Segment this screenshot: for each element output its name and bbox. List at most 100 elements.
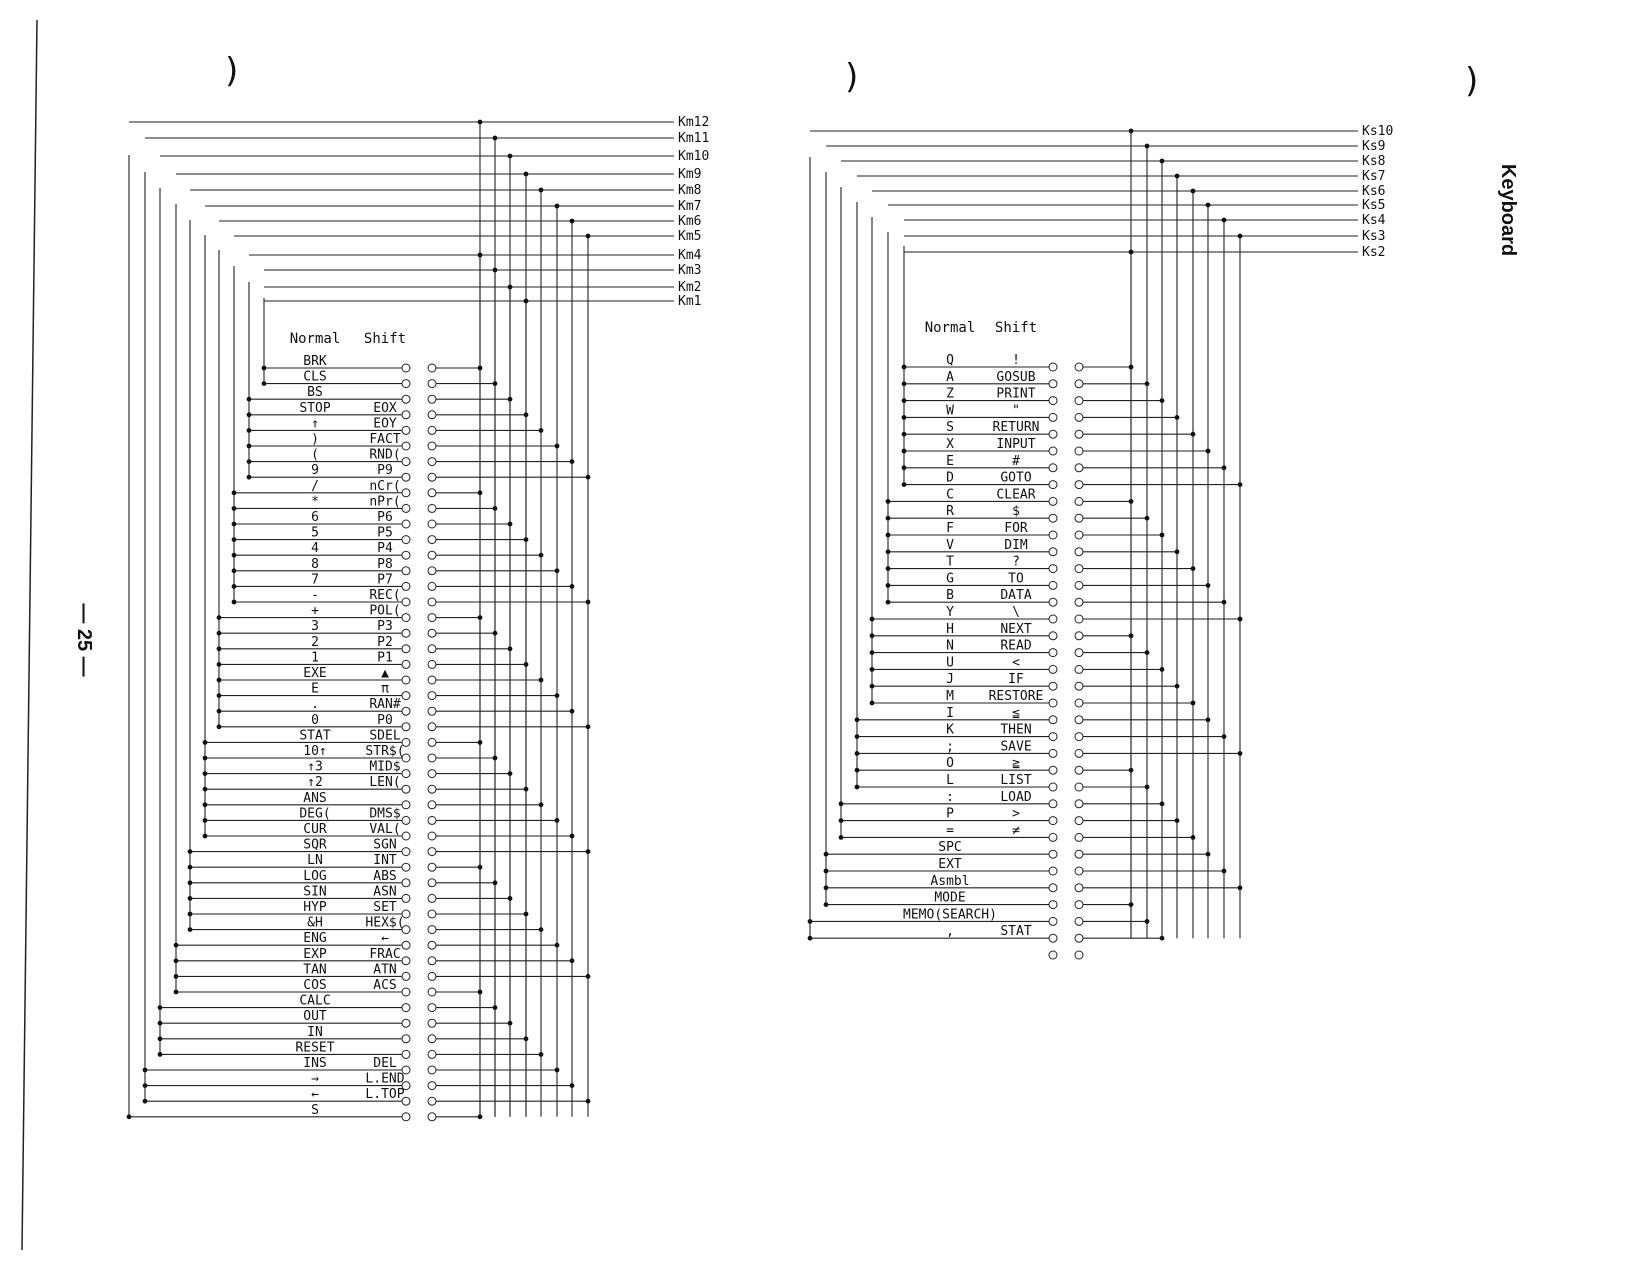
key-contact-a — [1048, 496, 1058, 506]
key-contact-a — [1048, 446, 1058, 456]
key-shift-label: P8 — [377, 557, 393, 572]
key-shift-label: $ — [1012, 504, 1020, 519]
junction-dot — [1128, 499, 1134, 504]
bus-label: Ks7 — [1362, 169, 1385, 184]
junction-dot — [823, 902, 829, 907]
key-normal-label: D — [946, 471, 954, 486]
key-normal-label: EXE — [303, 666, 326, 681]
key-contact-b — [1074, 748, 1084, 758]
key-contact-b — [427, 519, 437, 529]
junction-dot — [1190, 431, 1196, 437]
junction-dot — [1221, 217, 1227, 223]
junction-dot — [538, 552, 544, 558]
junction-dot — [173, 942, 179, 948]
key-contact-a — [1048, 933, 1058, 943]
key-contact-a — [401, 410, 411, 420]
key-normal-label: E — [946, 454, 954, 469]
junction-dot — [1174, 415, 1180, 420]
page-left-margin-line — [21, 19, 38, 1251]
junction-dot — [1159, 935, 1165, 941]
key-contact-b — [427, 488, 437, 498]
key-contact-b — [427, 535, 437, 545]
key-contact-a — [1048, 748, 1058, 758]
key-contact-a — [1048, 631, 1058, 641]
key-contact-a — [401, 862, 411, 872]
junction-dot — [869, 667, 875, 672]
bus-label: Ks3 — [1362, 229, 1385, 244]
key-normal-label: = — [946, 823, 954, 838]
key-normal-label: S — [311, 1103, 319, 1118]
key-shift-label: ≠ — [1012, 823, 1020, 838]
junction-dot — [1221, 868, 1227, 874]
bus-label: Ks8 — [1362, 154, 1385, 169]
junction-dot — [901, 465, 907, 471]
key-contact-a — [1048, 950, 1058, 960]
junction-dot — [231, 584, 237, 589]
key-contact-a — [1048, 883, 1058, 893]
key-contact-a — [401, 706, 411, 716]
bus-label: Km8 — [678, 183, 701, 198]
junction-dot — [554, 693, 560, 698]
key-shift-label: ▲ — [381, 666, 389, 681]
key-normal-label: X — [946, 437, 954, 452]
key-contact-b — [427, 987, 437, 997]
key-contact-b — [427, 1034, 437, 1044]
junction-dot — [246, 412, 252, 418]
key-contact-a — [401, 644, 411, 654]
key-contact-a — [401, 925, 411, 935]
junction-dot — [231, 506, 237, 511]
junction-dot — [1237, 233, 1243, 239]
header-shift: Shift — [995, 320, 1037, 336]
junction-dot — [1221, 465, 1227, 471]
bus-label: Ks10 — [1362, 124, 1393, 139]
junction-dot — [492, 630, 498, 636]
key-normal-label: 1 — [311, 650, 319, 665]
key-contact-a — [401, 800, 411, 810]
key-normal-label: 0 — [311, 713, 319, 728]
junction-dot — [216, 646, 222, 652]
junction-dot — [1237, 616, 1243, 622]
junction-dot — [807, 919, 813, 924]
junction-dot — [523, 298, 529, 304]
bus-label: Km4 — [678, 248, 702, 263]
junction-dot — [126, 1114, 132, 1120]
junction-dot — [507, 771, 513, 776]
key-shift-label: LEN( — [369, 775, 400, 790]
key-contact-b — [427, 394, 437, 404]
key-contact-a — [1048, 782, 1058, 792]
key-shift-label: FACT — [369, 432, 400, 447]
junction-dot — [477, 740, 483, 745]
junction-dot — [838, 818, 844, 823]
key-shift-label: REC( — [369, 588, 400, 603]
key-contact-a — [1048, 681, 1058, 691]
key-normal-label: &H — [307, 916, 323, 931]
junction-dot — [585, 724, 591, 730]
key-contact-b — [1074, 883, 1084, 893]
junction-dot — [1159, 158, 1165, 164]
key-shift-label: L.END — [365, 1072, 404, 1087]
junction-dot — [216, 693, 222, 698]
junction-dot — [838, 801, 844, 807]
junction-dot — [1128, 249, 1134, 255]
junction-dot — [492, 1005, 498, 1010]
key-contact-b — [427, 862, 437, 872]
junction-dot — [246, 396, 252, 402]
key-contact-a — [1048, 564, 1058, 574]
key-shift-label: TO — [1008, 571, 1024, 586]
key-contact-b — [1074, 597, 1084, 607]
key-contact-a — [401, 878, 411, 888]
key-contact-a — [1048, 547, 1058, 557]
key-contact-a — [1048, 429, 1058, 439]
key-contact-a — [1048, 832, 1058, 842]
key-shift-label: ACS — [373, 978, 396, 993]
key-shift-label: nCr( — [369, 479, 400, 494]
junction-dot — [1205, 202, 1211, 208]
key-contact-b — [1074, 950, 1084, 960]
junction-dot — [901, 431, 907, 437]
bus-label: Km11 — [678, 131, 709, 146]
key-shift-label: GOSUB — [996, 370, 1035, 385]
key-normal-label: + — [311, 604, 319, 619]
junction-dot — [1205, 448, 1211, 454]
junction-dot — [216, 630, 222, 636]
